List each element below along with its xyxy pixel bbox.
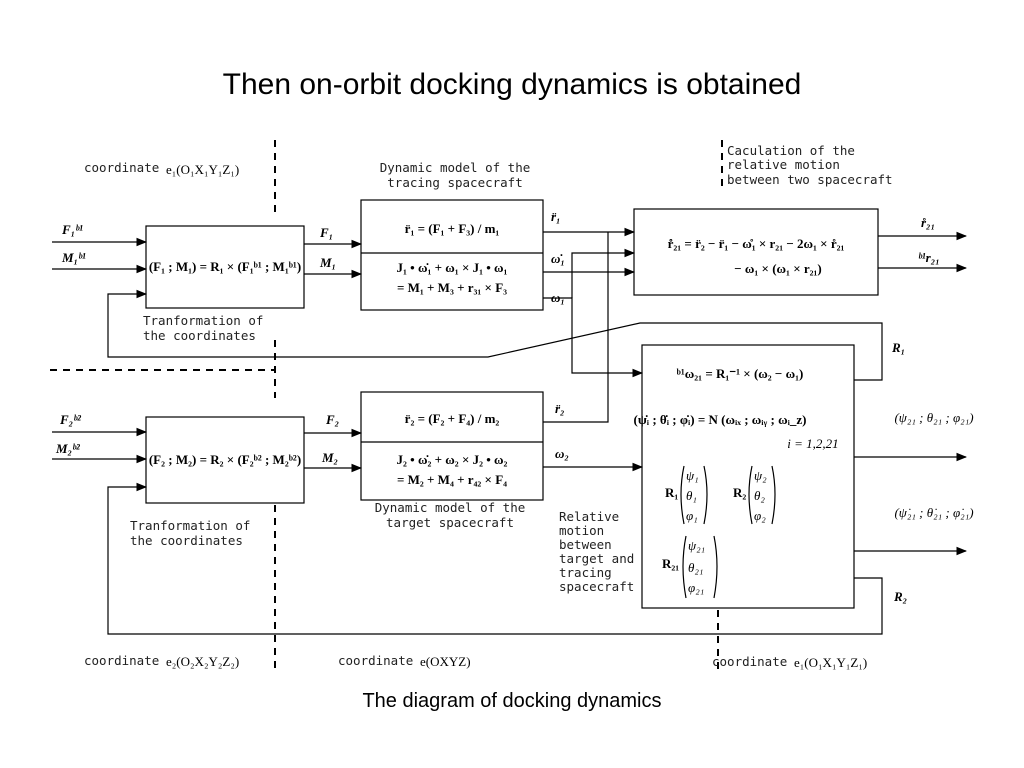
signal-M2: M₂	[321, 450, 338, 465]
transform-box-2	[145, 416, 305, 504]
signal-F2: F₂	[325, 412, 339, 427]
equation-relative-translation-b: − ω₁ × (ω₁ × r₂₁)	[734, 261, 822, 276]
coord-frame-bottom-right: e₁(O₁X₁Y₁Z₁)	[794, 655, 867, 670]
signal-w1-dot: ω̇₁	[551, 251, 565, 266]
signal-R2: R₂	[893, 589, 907, 604]
dyn-target-label-1: Dynamic model of the	[375, 500, 526, 515]
calc-label-1: Caculation of the	[727, 143, 855, 158]
rel-label-1: Relative	[559, 509, 619, 524]
signal-R1: R₁	[891, 340, 905, 355]
rel-label-3: between	[559, 537, 612, 552]
svg-text:ψ₁: ψ₁	[686, 468, 699, 483]
equation-dyn2-rotation-a: J₂ • ω̇₂ + ω₂ × J₂ • ω₂	[397, 452, 508, 467]
relative-kinematics-box	[641, 344, 855, 609]
svg-text:φ₂₁: φ₂₁	[688, 580, 704, 595]
coord-frame-top-left: e₁(O₁X₁Y₁Z₁)	[166, 162, 239, 177]
rel-label-5: tracing	[559, 565, 612, 580]
svg-text:R₂₁: R₂₁	[662, 556, 679, 571]
coord-label-bottom-right: coordinate	[712, 654, 787, 669]
signal-r1-ddot: r̈₁	[551, 209, 561, 224]
svg-text:ψ₂: ψ₂	[754, 468, 767, 483]
dynamics-box-tracing	[360, 199, 544, 311]
dyn-tracing-label-1: Dynamic model of the	[380, 160, 531, 175]
rotation-matrices: R₁ ψ₁ θ₁ φ₁ R₂ ψ₂ θ₂ φ₂ R₂₁ ψ₂₁ θ₂₁ φ₂₁	[662, 465, 776, 599]
frame-separators	[50, 140, 723, 672]
trans-top-label-1: Tranformation of	[143, 313, 263, 328]
trans-top-label-2: the coordinates	[143, 328, 256, 343]
equation-relative-translation-a: r̊̊₂₁ = r̈₂ − r̈₁ − ω̊₁ × r₂₁ − 2ω₁ × r̊…	[668, 236, 845, 251]
rel-label-2: motion	[559, 523, 604, 538]
svg-text:φ₁: φ₁	[686, 508, 698, 523]
signal-b1-r21: ᵇ¹r₂₁	[918, 250, 940, 265]
signal-wires	[52, 227, 968, 635]
svg-text:θ₂₁: θ₂₁	[688, 560, 703, 575]
signal-r21-ring: r̊₂₁	[921, 215, 935, 230]
dyn-tracing-label-2: tracing spacecraft	[387, 175, 522, 190]
coord-label-bottom-mid: coordinate	[338, 653, 413, 668]
coord-frame-bottom-left: e₂(O₂X₂Y₂Z₂)	[166, 654, 239, 669]
signal-w2: ω₂	[555, 446, 569, 461]
coord-frame-bottom-mid: e(OXYZ)	[420, 654, 471, 669]
calc-label-3: between two spacecraft	[727, 172, 893, 187]
equation-transform-1: (F₁ ; M₁) = R₁ × (F₁ᵇ¹ ; M₁ᵇ¹)	[149, 259, 301, 274]
equation-dyn1-rotation-b: = M₁ + M₃ + r₃₁ × F₃	[397, 280, 507, 295]
signal-F1b1: F₁ᵇ¹	[61, 222, 83, 237]
trans-bot-label-1: Tranformation of	[130, 518, 250, 533]
svg-text:R₂: R₂	[733, 485, 746, 500]
diagram-caption: The diagram of docking dynamics	[362, 690, 662, 712]
equation-dyn2-rotation-b: = M₂ + M₄ + r₄₂ × F₄	[397, 472, 507, 487]
relative-motion-calc-box	[633, 208, 879, 296]
rel-label-6: spacecraft	[559, 579, 634, 594]
equation-euler-kinematics: (ψ̇ᵢ ; θ̇ᵢ ; φ̇ᵢ) = N (ωᵢₓ ; ωᵢᵧ ; ωᵢ_z)	[634, 412, 807, 427]
coord-label-top-left: coordinate	[84, 160, 159, 175]
svg-text:φ₂: φ₂	[754, 508, 766, 523]
signal-M1: M₁	[319, 255, 336, 270]
output-relative-angles: (ψ₂₁ ; θ₂₁ ; φ₂₁)	[894, 410, 973, 425]
equation-dyn1-rotation-a: J₁ • ω̇₁ + ω₁ × J₁ • ω₁	[397, 260, 508, 275]
svg-text:ψ₂₁: ψ₂₁	[688, 538, 705, 553]
coord-label-bottom-left: coordinate	[84, 653, 159, 668]
signal-M2b2: M₂ᵇ²	[55, 441, 81, 456]
transform-box-1	[145, 225, 305, 309]
trans-bot-label-2: the coordinates	[130, 533, 243, 548]
dyn-target-label-2: target spacecraft	[386, 515, 514, 530]
equation-transform-2: (F₂ ; M₂) = R₂ × (F₂ᵇ² ; M₂ᵇ²)	[149, 452, 301, 467]
signal-r2-ddot: r̈₂	[555, 401, 565, 416]
rel-label-4: target and	[559, 551, 634, 566]
equation-relative-angular-rate: ᵇ¹ω₂₁ = R₁⁻¹ × (ω₂ − ω₁)	[677, 366, 804, 381]
svg-text:θ₂: θ₂	[754, 488, 765, 503]
signal-w1: ω₁	[551, 290, 565, 305]
output-relative-angle-rates: (ψ̇₂₁ ; θ̇₂₁ ; φ̇₂₁)	[894, 505, 973, 520]
equation-dyn2-translation: r̈₂ = (F₂ + F₄) / m₂	[405, 411, 500, 426]
signal-M1b1: M₁ᵇ¹	[61, 250, 86, 265]
signal-F2b2: F₂ᵇ²	[59, 412, 82, 427]
signal-F1: F₁	[319, 225, 333, 240]
equation-dyn1-translation: r̈₁ = (F₁ + F₃) / m₁	[405, 221, 500, 236]
calc-label-2: relative motion	[727, 157, 840, 172]
svg-text:R₁: R₁	[665, 485, 678, 500]
slide-title: Then on-orbit docking dynamics is obtain…	[222, 68, 802, 101]
equation-index-range: i = 1,2,21	[787, 436, 838, 451]
svg-text:θ₁: θ₁	[686, 488, 697, 503]
dynamics-box-target	[360, 391, 544, 501]
